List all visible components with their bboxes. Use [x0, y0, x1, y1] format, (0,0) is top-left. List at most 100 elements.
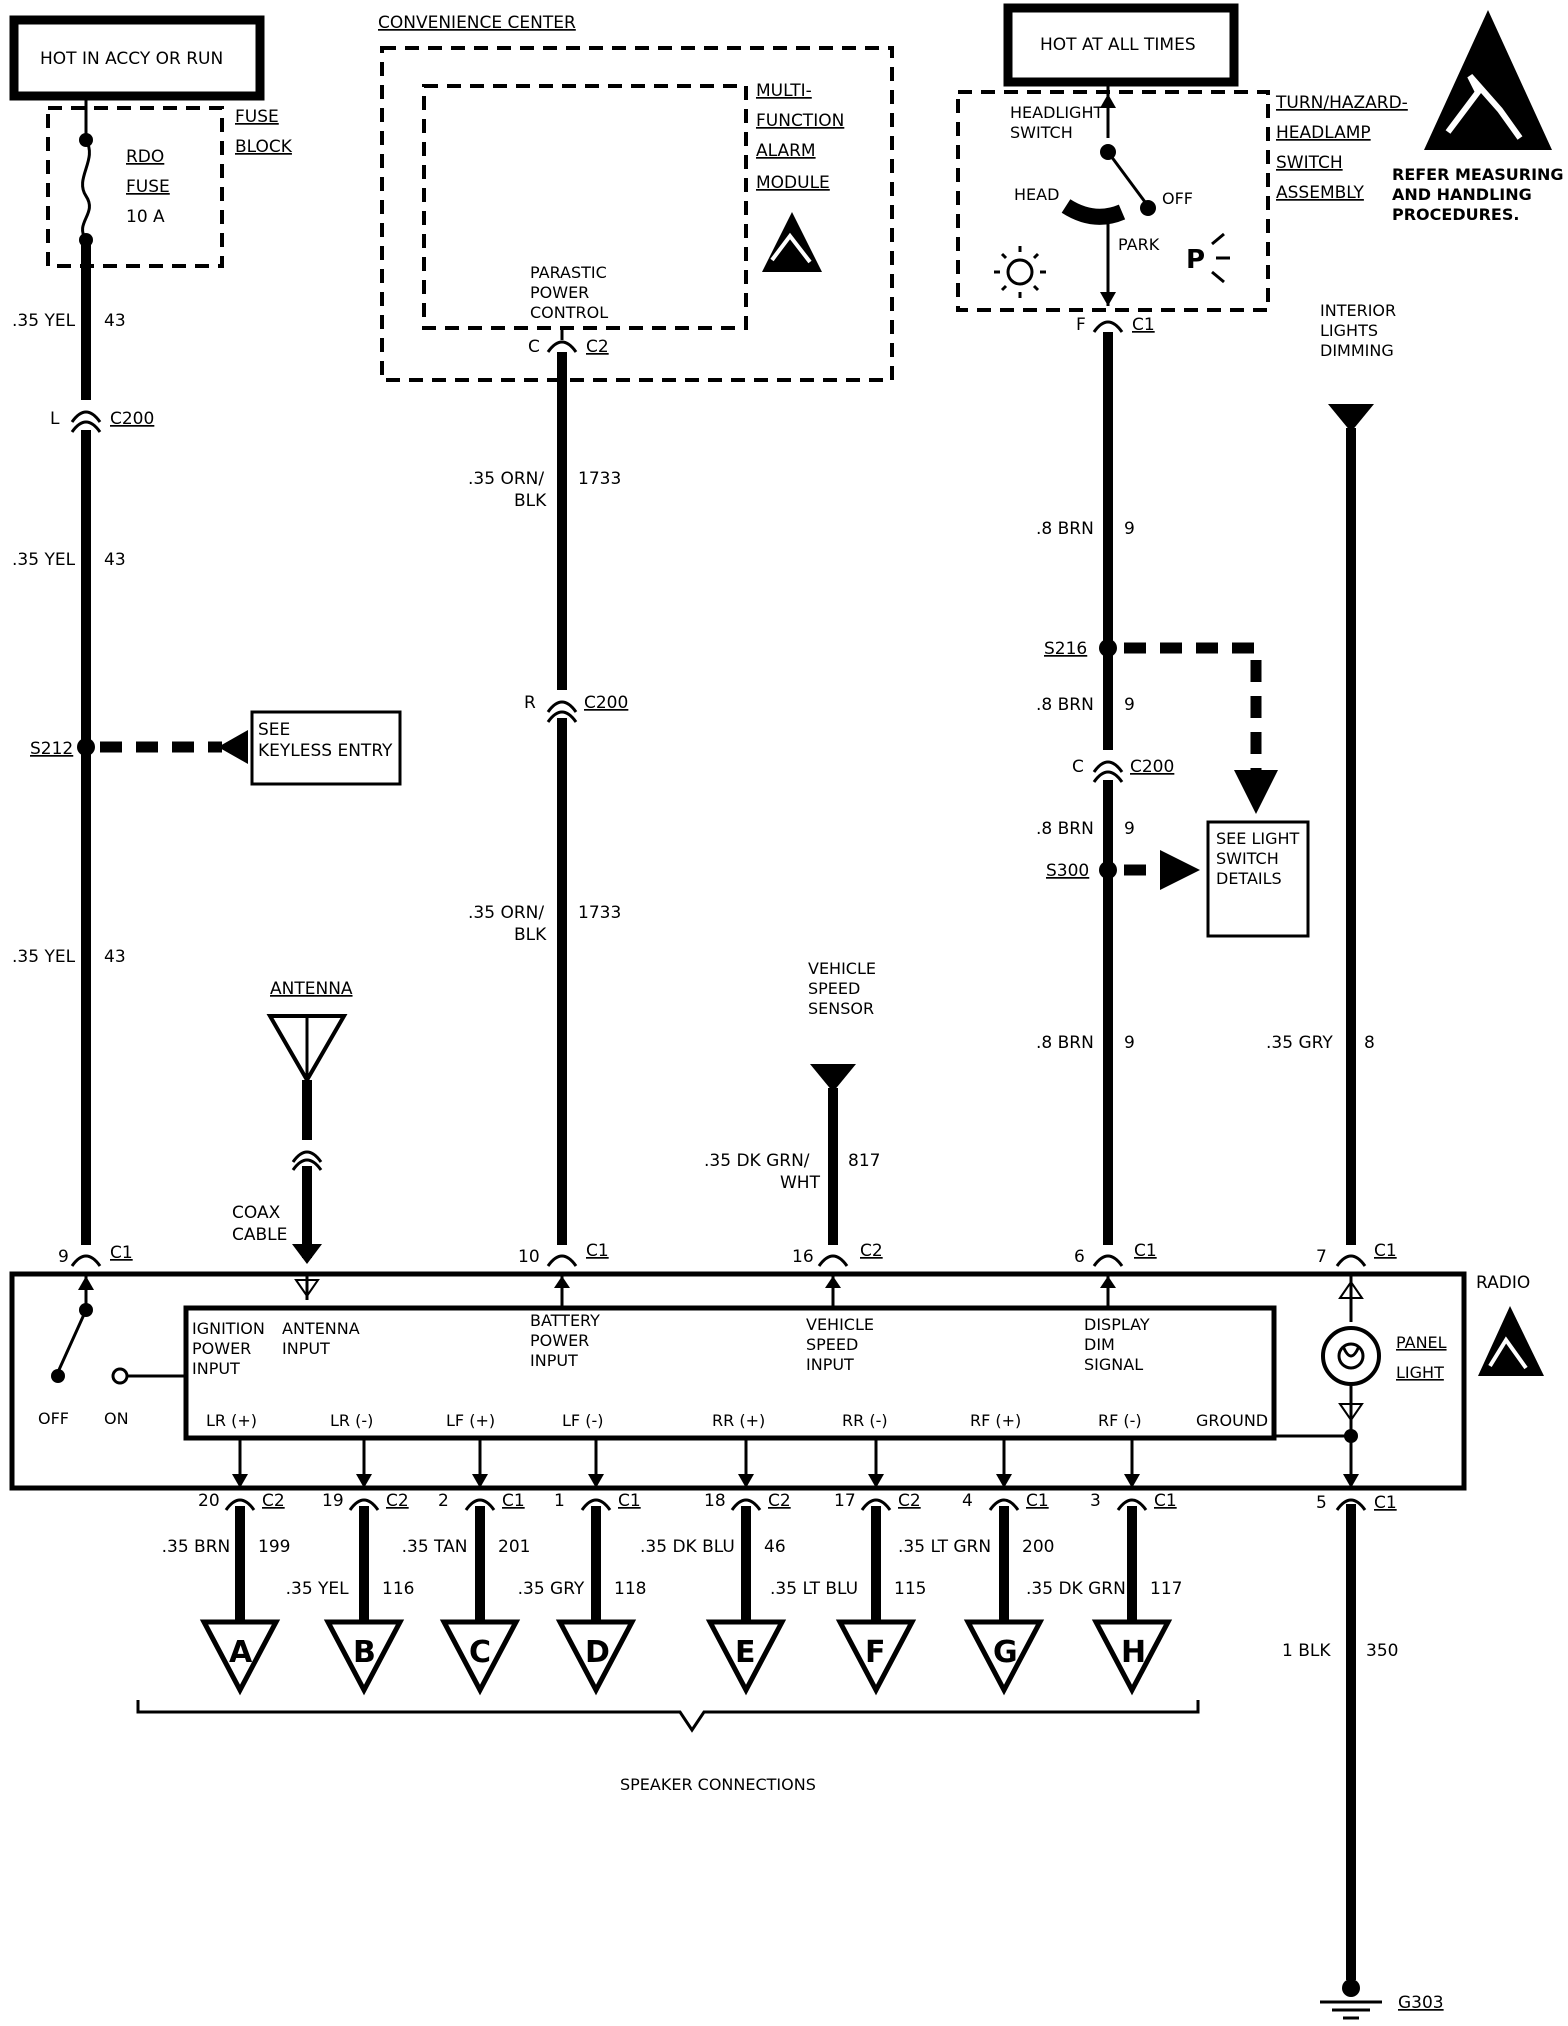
- speaker-letter: F: [865, 1635, 886, 1670]
- wire-350-num: 350: [1366, 1641, 1398, 1661]
- hl-switch-2: SWITCH: [1010, 123, 1073, 142]
- speaker-connector: [580, 1498, 612, 1511]
- radio-pin-5: 5: [1316, 1493, 1327, 1513]
- dimming-source-3: DIMMING: [1320, 341, 1394, 360]
- hl-park: PARK: [1118, 235, 1160, 254]
- dimming-source-icon: [1328, 404, 1374, 432]
- speaker-connector: [1116, 1498, 1148, 1511]
- radio-pin-7-conn: C1: [1374, 1241, 1397, 1261]
- wire-1733-color-1a: .35 ORN/: [468, 469, 544, 489]
- ground-g303-label: G303: [1398, 1993, 1444, 2013]
- wire-43-num-3: 43: [104, 947, 126, 967]
- speaker-conn: C2: [262, 1491, 285, 1511]
- speaker-letter: G: [993, 1635, 1018, 1670]
- s216-ref-dash: [1124, 642, 1262, 776]
- speaker-letter: C: [469, 1635, 491, 1670]
- ant-input-1: ANTENNA: [282, 1319, 360, 1338]
- panel-light-1: PANEL: [1396, 1333, 1447, 1352]
- splice-s300-label: S300: [1046, 861, 1089, 881]
- parking-lamp-rays-icon: [1211, 232, 1230, 284]
- vss-sensor-2: SPEED: [808, 979, 860, 998]
- esd-note-2: AND HANDLING: [1392, 185, 1532, 204]
- wire-1733-color-1b: BLK: [514, 491, 547, 511]
- radio-inner-module: [183, 1305, 1277, 1441]
- fuse-element-icon: [81, 139, 91, 241]
- speaker-letter: H: [1121, 1635, 1146, 1670]
- radio-pin-16-connector: [817, 1254, 849, 1267]
- speaker-terminal-icon: [555, 1619, 637, 1696]
- radio-pin-7-connector: [1335, 1254, 1367, 1267]
- s300-ref-arrow: [1160, 850, 1200, 890]
- hl-title-4: ASSEMBLY: [1276, 183, 1364, 203]
- speaker-output-arrow: [588, 1474, 604, 1488]
- radio-pin-9-connector: [70, 1254, 102, 1267]
- ign-off-contact: [51, 1369, 65, 1383]
- speaker-output-arrow: [738, 1474, 754, 1488]
- headlamp-switch-box: [956, 90, 1270, 312]
- speaker-pin: 3: [1090, 1491, 1101, 1511]
- coax-arrow: [292, 1244, 322, 1264]
- wire-817-color-2: WHT: [780, 1173, 821, 1193]
- ant-input-2: INPUT: [282, 1339, 330, 1358]
- panel-light-2: LIGHT: [1396, 1363, 1444, 1382]
- speaker-output-arrow: [232, 1474, 248, 1488]
- radio-pin-6: 6: [1074, 1247, 1085, 1267]
- radio-pin-9-conn: C1: [110, 1243, 133, 1263]
- esd-note-1: REFER MEASURING: [1392, 165, 1564, 184]
- antenna-title: ANTENNA: [270, 979, 353, 999]
- c200-1733-pin: R: [524, 693, 536, 713]
- radio-ground-label: GROUND: [1196, 1411, 1268, 1430]
- panel-light-bulb-icon: [1321, 1326, 1381, 1386]
- dimming-source-1: INTERIOR: [1320, 301, 1396, 320]
- speaker-terminal-icon: [963, 1619, 1045, 1696]
- splice-s216: [1099, 639, 1117, 657]
- c200-1733-connector: [546, 700, 578, 713]
- convenience-center-title: CONVENIENCE CENTER: [378, 13, 576, 33]
- speaker-wire-color: .35 TAN: [402, 1537, 468, 1557]
- speaker-circuit-number: 118: [614, 1579, 646, 1599]
- speaker-circuit-number: 117: [1150, 1579, 1182, 1599]
- speaker-output-arrow: [356, 1474, 372, 1488]
- module-label-3: ALARM: [756, 141, 816, 161]
- speaker-output-arrow: [472, 1474, 488, 1488]
- radio-pin-6-conn: C1: [1134, 1241, 1157, 1261]
- splice-s300: [1099, 861, 1117, 879]
- hot-accy-run-label: HOT IN ACCY OR RUN: [40, 49, 223, 69]
- wire-9-color-1: .8 BRN: [1036, 519, 1094, 539]
- speaker-output-label: RR (+): [712, 1411, 765, 1430]
- c200-1733-label: C200: [584, 693, 628, 713]
- vss-input-3: INPUT: [806, 1355, 854, 1374]
- speaker-terminal-icon: [835, 1619, 917, 1696]
- fuse-block-dashed: [46, 106, 224, 268]
- hl-p: P: [1186, 245, 1205, 275]
- ign-off-label: OFF: [38, 1409, 69, 1428]
- speaker-conn: C1: [502, 1491, 525, 1511]
- coax-connector: [291, 1150, 323, 1163]
- light-ref-1: SEE LIGHT: [1216, 829, 1300, 848]
- convenience-center-box: [380, 46, 894, 382]
- speaker-pin: 2: [438, 1491, 449, 1511]
- speaker-pin: 18: [704, 1491, 726, 1511]
- ign-on-label: ON: [104, 1409, 129, 1428]
- batt-input-2: POWER: [530, 1331, 589, 1350]
- hl-title-1: TURN/HAZARD-: [1275, 93, 1408, 113]
- hl-title-2: HEADLAMP: [1276, 123, 1371, 143]
- speaker-pin: 1: [554, 1491, 565, 1511]
- speaker-pin: 20: [198, 1491, 220, 1511]
- hl-head-contact: [1061, 199, 1126, 225]
- radio-pin-6-connector: [1092, 1254, 1124, 1267]
- wire-9-color-4: .8 BRN: [1036, 1033, 1094, 1053]
- wire-8-color: .35 GRY: [1266, 1033, 1333, 1053]
- alarm-module-box: [422, 84, 748, 330]
- wire-9-num-3: 9: [1124, 819, 1135, 839]
- see-light-switch-box: [1206, 820, 1310, 938]
- dim-signal-2: DIM: [1084, 1335, 1115, 1354]
- ppc-pin: C: [528, 337, 540, 357]
- radio-pin-9: 9: [58, 1247, 69, 1267]
- speaker-wire-color: .35 BRN: [162, 1537, 231, 1557]
- speaker-wire-color: .35 DK GRN: [1026, 1579, 1126, 1599]
- wire-43-color-2: .35 YEL: [12, 550, 76, 570]
- wire-43-num-1: 43: [104, 311, 126, 331]
- ign-on-contact: [111, 1367, 129, 1385]
